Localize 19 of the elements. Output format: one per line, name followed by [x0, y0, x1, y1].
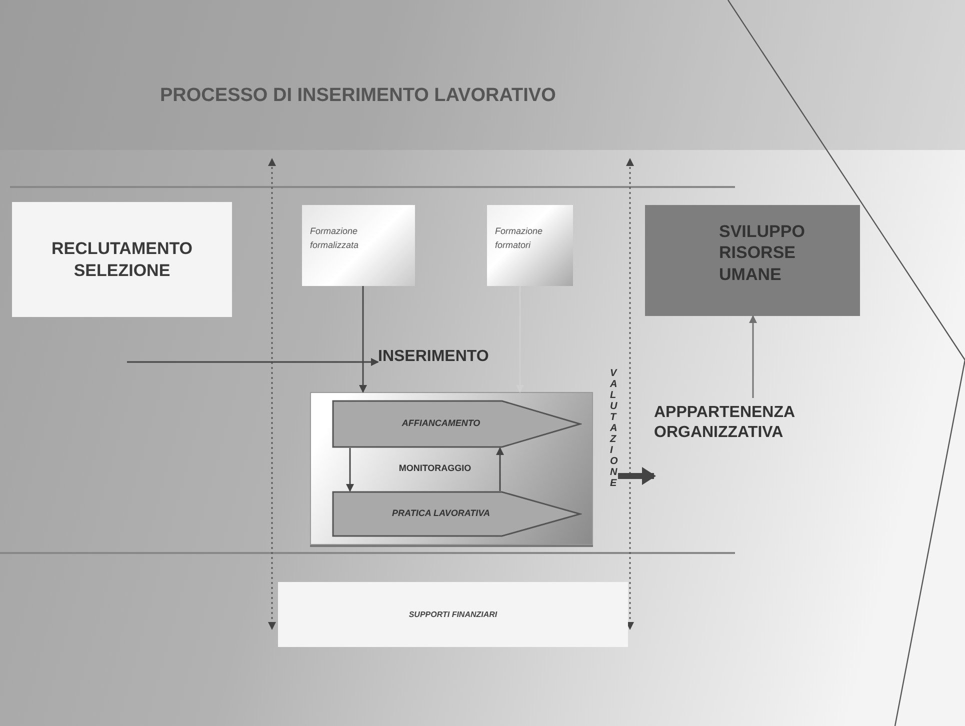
vertical-label: VALUTAZIONE — [600, 368, 618, 548]
arrow — [359, 286, 367, 393]
arrow — [749, 315, 757, 398]
outcome-label: APPPARTENENZA ORGANIZZATIVA — [654, 398, 824, 448]
process-box: SVILUPPO RISORSE UMANE — [645, 205, 860, 316]
arrow — [516, 286, 524, 393]
process-box: RECLUTAMENTO SELEZIONE — [12, 202, 232, 317]
stage-label: INSERIMENTO — [378, 342, 528, 372]
process-box: Formazione formalizzata — [302, 205, 415, 286]
support-band: SUPPORTI FINANZIARI — [278, 582, 628, 647]
arrow — [346, 448, 354, 492]
arrow — [496, 447, 504, 491]
chevron-arrow: PRATICA LAVORATIVA — [332, 491, 582, 537]
arrow — [618, 467, 656, 485]
diagram-title: PROCESSO DI INSERIMENTO LAVORATIVO — [160, 84, 556, 108]
process-box: Formazione formatori — [487, 205, 573, 286]
arrow — [127, 358, 379, 366]
chevron-arrow: AFFIANCAMENTO — [332, 400, 582, 448]
stage-label: MONITORAGGIO — [375, 454, 495, 484]
